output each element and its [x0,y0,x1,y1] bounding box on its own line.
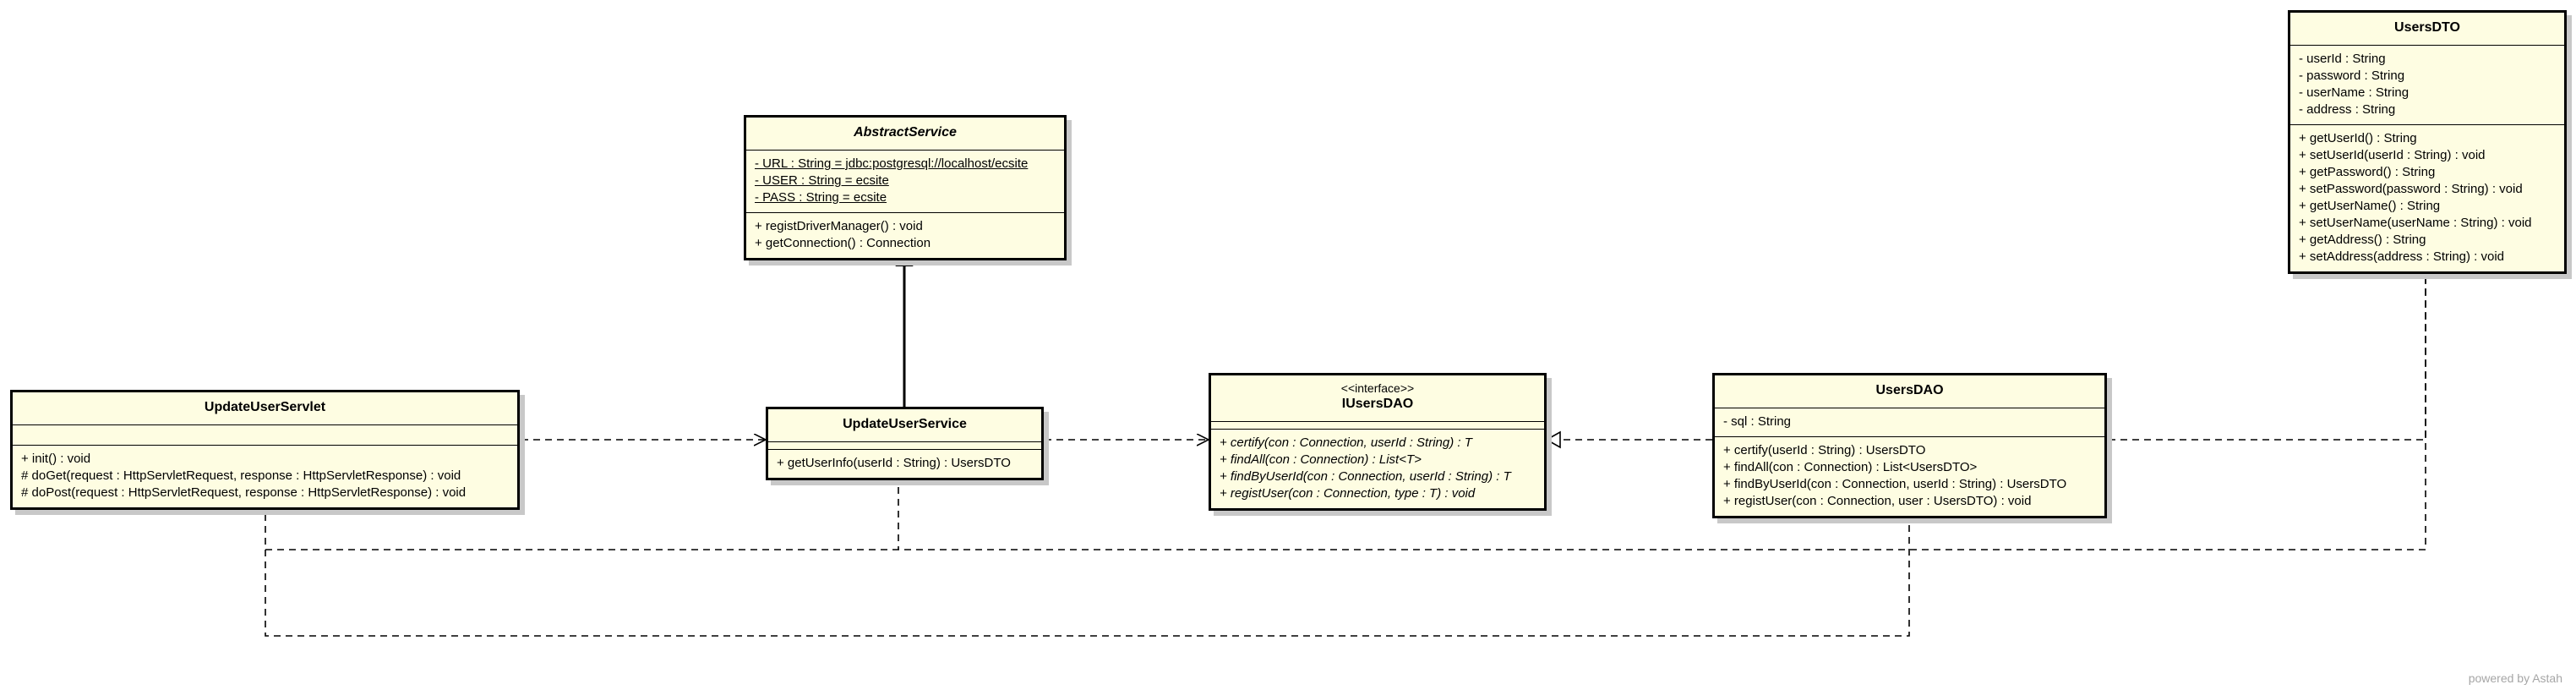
class-name: AbstractService [854,125,957,140]
attribute-password: - password : String [2299,68,2405,83]
operation-set-password: + setPassword(password : String) : void [2299,182,2523,196]
operations-compartment: + certify(con : Connection, userId : Str… [1211,430,1544,508]
attribute-address: - address : String [2299,102,2396,117]
operation-regist-user: + registUser(con : Connection, type : T)… [1220,486,1476,501]
operation-do-get: # doGet(request : HttpServletRequest, re… [21,468,461,483]
attributes-compartment: - URL : String = jdbc:postgresql://local… [746,151,1064,213]
attribute-user: - USER : String = ecsite [755,173,889,188]
attributes-compartment [13,425,517,446]
attribute-user-id: - userId : String [2299,52,2386,66]
attribute-url: - URL : String = jdbc:postgresql://local… [755,156,1029,171]
class-header: UpdateUserService [768,409,1041,442]
operation-find-all: + findAll(con : Connection) : List<Users… [1723,460,1978,474]
class-update-user-servlet[interactable]: UpdateUserServlet + init() : void # doGe… [10,390,520,510]
operation-certify: + certify(con : Connection, userId : Str… [1220,435,1472,450]
operation-get-connection: + getConnection() : Connection [755,236,931,250]
dependency-servlet-to-usersdao [265,509,1909,637]
dependency-servlet-to-usersdto [265,266,2426,550]
class-abstract-service[interactable]: AbstractService - URL : String = jdbc:po… [744,115,1067,260]
class-name: UpdateUserService [843,417,967,431]
operations-compartment: + registDriverManager() : void + getConn… [746,213,1064,258]
operation-certify: + certify(userId : String) : UsersDTO [1723,443,1926,457]
class-users-dao[interactable]: UsersDAO - sql : String + certify(userId… [1712,373,2107,518]
attributes-compartment: - userId : String - password : String - … [2290,46,2564,125]
class-header: UsersDAO [1715,375,2104,408]
operation-do-post: # doPost(request : HttpServletRequest, r… [21,485,467,500]
class-iusers-dao[interactable]: <<interface>> IUsersDAO + certify(con : … [1209,373,1547,511]
dependency-usersdao-to-usersdto [2109,266,2426,441]
operations-compartment: + getUserInfo(userId : String) : UsersDT… [768,450,1041,478]
realization-arrowhead [1545,430,1561,449]
class-header: AbstractService [746,118,1064,151]
attributes-compartment [768,442,1041,450]
operation-get-user-name: + getUserName() : String [2299,199,2441,213]
operation-set-address: + setAddress(address : String) : void [2299,249,2505,264]
operation-find-by-user-id: + findByUserId(con : Connection, userId … [1723,477,2067,491]
attribute-user-name: - userName : String [2299,85,2410,100]
operation-get-user-info: + getUserInfo(userId : String) : UsersDT… [777,456,1011,470]
astah-watermark: powered by Astah [2468,671,2562,685]
attributes-compartment: - sql : String [1715,408,2104,437]
operation-get-user-id: + getUserId() : String [2299,131,2417,145]
class-name: UpdateUserServlet [204,400,326,414]
operations-compartment: + init() : void # doGet(request : HttpSe… [13,446,517,507]
operation-regist-driver-manager: + registDriverManager() : void [755,219,923,233]
class-name: IUsersDAO [1341,397,1414,411]
attributes-compartment [1211,422,1544,430]
class-header: <<interface>> IUsersDAO [1211,375,1544,422]
operation-find-by-user-id: + findByUserId(con : Connection, userId … [1220,469,1511,484]
class-update-user-service[interactable]: UpdateUserService + getUserInfo(userId :… [766,407,1044,480]
operation-set-user-name: + setUserName(userName : String) : void [2299,216,2532,230]
operation-set-user-id: + setUserId(userId : String) : void [2299,148,2486,162]
class-header: UsersDTO [2290,13,2564,46]
operations-compartment: + getUserId() : String + setUserId(userI… [2290,125,2564,271]
operation-get-address: + getAddress() : String [2299,233,2426,247]
class-name: UsersDTO [2394,20,2460,35]
operation-regist-user: + registUser(con : Connection, user : Us… [1723,494,2032,508]
stereotype-label: <<interface>> [1340,381,1415,395]
class-users-dto[interactable]: UsersDTO - userId : String - password : … [2288,10,2567,274]
attribute-pass: - PASS : String = ecsite [755,190,887,205]
operation-get-password: + getPassword() : String [2299,165,2436,179]
operations-compartment: + certify(userId : String) : UsersDTO + … [1715,437,2104,516]
operation-find-all: + findAll(con : Connection) : List<T> [1220,452,1422,467]
attribute-sql: - sql : String [1723,414,1792,429]
class-name: UsersDAO [1875,383,1944,397]
operation-init: + init() : void [21,452,91,466]
class-header: UpdateUserServlet [13,392,517,425]
